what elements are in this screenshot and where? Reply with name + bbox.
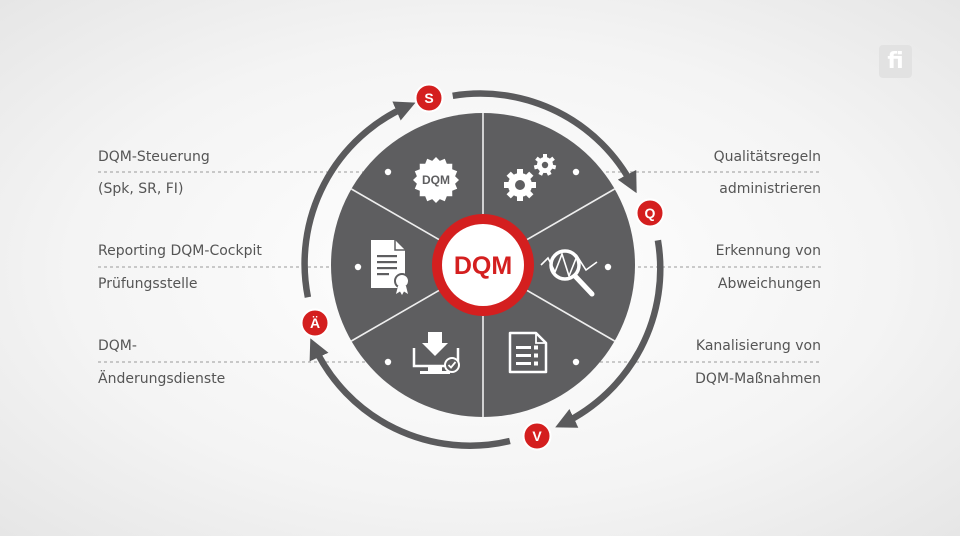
label-erkennung-von: Erkennung von	[715, 243, 821, 259]
checklist-document-icon	[508, 331, 548, 374]
label-dqm: DQM-	[98, 338, 137, 354]
step-badge-v: V	[522, 421, 552, 451]
step-label-ae: Ä	[310, 315, 320, 331]
badge-label: DQM	[422, 173, 450, 187]
fi-logo: fi	[879, 45, 912, 78]
label-reporting-dqm-cockpit: Reporting DQM-Cockpit	[98, 243, 262, 259]
cycle-arrow-s-q	[452, 90, 637, 194]
center-label: DQM	[454, 252, 512, 280]
certificate-document-icon	[371, 240, 410, 295]
dqm-badge-icon: DQM	[413, 157, 459, 203]
label-spk-sr-fi: (Spk, SR, FI)	[98, 181, 184, 197]
chart-magnifier-icon	[540, 249, 598, 297]
label-qualitaetsregeln: Qualitätsregeln	[713, 149, 821, 165]
cycle-arrow-ae-s	[301, 101, 416, 298]
leader-dots	[354, 168, 612, 366]
leader-lines	[98, 171, 822, 363]
label-dqm-massnahmen: DQM-Maßnahmen	[695, 371, 821, 387]
label-aenderungsdienste: Änderungsdienste	[98, 371, 226, 387]
cycle-arrow-q-v	[555, 239, 664, 428]
center-core	[442, 224, 524, 306]
label-abweichungen: Abweichungen	[717, 276, 821, 292]
label-dqm-steuerung: DQM-Steuerung	[98, 149, 210, 165]
label-pruefungsstelle: Prüfungsstelle	[98, 276, 198, 292]
step-label-q: Q	[645, 205, 656, 221]
download-monitor-icon	[412, 332, 460, 374]
step-label-v: V	[532, 428, 542, 444]
cycle-arrows	[301, 90, 664, 449]
label-administrieren: administrieren	[719, 181, 821, 197]
cycle-arrow-v-ae	[309, 338, 511, 449]
step-badge-q: Q	[635, 198, 665, 228]
gears-icon	[504, 154, 557, 201]
step-label-s: S	[424, 90, 433, 106]
step-badge-s: S	[414, 83, 444, 113]
label-kanalisierung-von: Kanalisierung von	[695, 338, 821, 354]
step-badge-ae: Ä	[300, 308, 330, 338]
